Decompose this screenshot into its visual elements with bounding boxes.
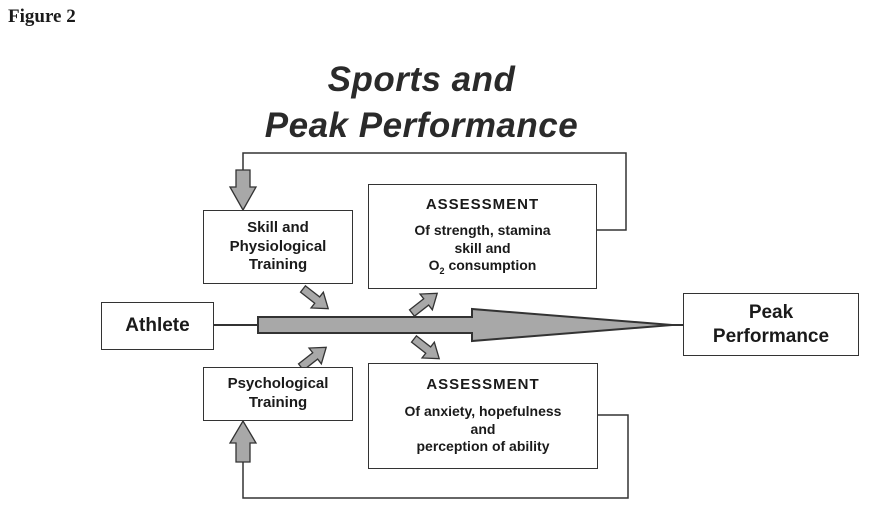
figure-label: Figure 2 (8, 6, 76, 27)
feedback-arrow-up-icon (228, 419, 258, 463)
main-to-assessment-psych-arrow-icon (410, 334, 441, 360)
skill-training-line: Training (248, 256, 308, 274)
assessment-psychological-heading: ASSESSMENT (426, 376, 540, 394)
assessment-psychological-line: perception of ability (416, 438, 550, 455)
main-to-assessment-physical-arrow-icon (408, 292, 439, 318)
feedback-loop-top (242, 152, 627, 231)
main-progress-arrow-icon (257, 307, 673, 343)
peak-performance-line: Performance (712, 325, 830, 347)
feedback-arrow-down-icon (228, 169, 258, 212)
feedback-loop-bottom (242, 414, 629, 499)
skill-training-node: Skill and Physiological Training (203, 210, 353, 284)
psychological-training-line: Psychological (227, 375, 329, 393)
assessment-psychological-node: ASSESSMENT Of anxiety, hopefulness and p… (368, 363, 598, 469)
skill-to-main-arrow-icon (299, 284, 330, 310)
peak-performance-node: Peak Performance (683, 293, 859, 356)
skill-training-line: Physiological (229, 237, 327, 255)
assessment-psychological-line: Of anxiety, hopefulness (404, 403, 562, 420)
assessment-physical-line: Of strength, stamina (414, 222, 551, 239)
athlete-label: Athlete (125, 315, 190, 337)
assessment-physical-o2-line: O2 consumption (429, 257, 537, 277)
psychological-training-node: Psychological Training (203, 367, 353, 421)
o2-subscript: 2 (439, 266, 445, 277)
o2-symbol: O (428, 257, 440, 274)
assessment-psychological-line: and (470, 420, 496, 437)
assessment-physical-line: skill and (454, 239, 511, 256)
diagram-title-line1: Sports and (327, 60, 516, 99)
o2-consumption-text: consumption (444, 257, 537, 274)
peak-performance-line: Peak (748, 301, 794, 323)
diagram-title-line2: Peak Performance (264, 106, 579, 145)
assessment-physical-node: ASSESSMENT Of strength, stamina skill an… (368, 184, 597, 289)
assessment-physical-heading: ASSESSMENT (425, 195, 540, 213)
psychological-training-line: Training (248, 394, 308, 411)
skill-training-line: Skill and (247, 218, 309, 236)
athlete-node: Athlete (101, 302, 214, 350)
